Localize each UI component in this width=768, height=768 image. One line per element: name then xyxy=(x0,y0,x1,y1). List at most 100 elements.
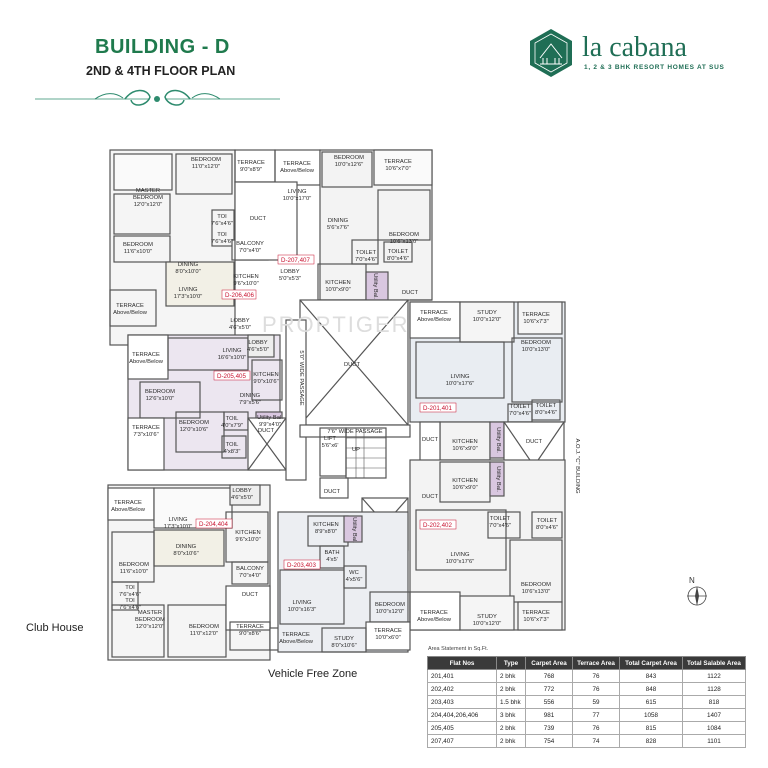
svg-text:17'3"x10'0": 17'3"x10'0" xyxy=(174,294,203,300)
table-header-row: Flat Nos Type Carpet Area Terrace Area T… xyxy=(427,656,746,670)
svg-text:LIVING: LIVING xyxy=(292,600,311,606)
svg-text:7'0"x4'6": 7'0"x4'6" xyxy=(509,411,531,417)
svg-text:9'0"x10'6": 9'0"x10'6" xyxy=(253,379,278,385)
svg-text:LIVING: LIVING xyxy=(450,374,469,380)
svg-text:BATH: BATH xyxy=(324,550,339,556)
svg-text:TOILET: TOILET xyxy=(536,403,557,409)
svg-text:BEDROOM: BEDROOM xyxy=(145,389,175,395)
svg-text:TOI: TOI xyxy=(125,598,135,604)
flat-206-406 xyxy=(109,149,236,346)
svg-text:7'6"x4'6": 7'6"x4'6" xyxy=(211,221,233,227)
svg-text:TOILET: TOILET xyxy=(537,518,558,524)
svg-text:10'0"x12'0": 10'0"x12'0" xyxy=(473,621,502,627)
svg-text:10'0"x12'0": 10'0"x12'0" xyxy=(473,317,502,323)
svg-text:KITCHEN: KITCHEN xyxy=(452,439,477,445)
svg-text:Utility Bal.: Utility Bal. xyxy=(372,273,378,299)
svg-text:KITCHEN: KITCHEN xyxy=(325,280,350,286)
area-statement-table: Flat Nos Type Carpet Area Terrace Area T… xyxy=(427,656,746,748)
flat-label-203-403: D-203,403 xyxy=(287,562,316,569)
watermark: PROPTIGER xyxy=(262,312,410,337)
svg-text:10'6"x7'0": 10'6"x7'0" xyxy=(385,166,410,172)
svg-text:Above/Below: Above/Below xyxy=(129,359,164,365)
svg-text:BEDROOM: BEDROOM xyxy=(389,232,419,238)
svg-text:11'0"x12'0": 11'0"x12'0" xyxy=(190,631,218,637)
svg-text:DUCT: DUCT xyxy=(422,494,439,500)
svg-text:STUDY: STUDY xyxy=(334,636,354,642)
svg-text:TOILET: TOILET xyxy=(388,249,409,255)
svg-text:DINING: DINING xyxy=(328,218,349,224)
svg-text:WC: WC xyxy=(349,570,359,576)
svg-text:LIVING: LIVING xyxy=(450,552,469,558)
svg-text:BEDROOM: BEDROOM xyxy=(189,624,219,630)
svg-text:KITCHEN: KITCHEN xyxy=(235,530,260,536)
svg-text:TOI: TOI xyxy=(217,214,227,220)
vehicle-zone-label: Vehicle Free Zone xyxy=(268,668,358,680)
svg-text:DUCT: DUCT xyxy=(242,592,259,598)
club-house-label: Club House xyxy=(26,622,84,634)
svg-text:4'6"x5'0": 4'6"x5'0" xyxy=(247,347,269,353)
svg-text:BEDROOM: BEDROOM xyxy=(135,617,165,623)
svg-text:Above/Below: Above/Below xyxy=(280,168,315,174)
svg-text:BEDROOM: BEDROOM xyxy=(191,157,221,163)
svg-text:TERRACE: TERRACE xyxy=(132,352,160,358)
svg-text:TERRACE: TERRACE xyxy=(384,159,412,165)
svg-text:8'0"x10'6": 8'0"x10'6" xyxy=(173,551,198,557)
svg-text:LIVING: LIVING xyxy=(178,287,197,293)
svg-text:4'x5': 4'x5' xyxy=(326,557,338,563)
col-header: Type xyxy=(496,656,526,670)
svg-text:KITCHEN: KITCHEN xyxy=(253,372,278,378)
svg-text:MASTER: MASTER xyxy=(136,188,160,194)
svg-text:A.O.J. "C" BUILDING: A.O.J. "C" BUILDING xyxy=(574,438,580,493)
svg-text:UP: UP xyxy=(352,447,360,453)
svg-text:BALCONY: BALCONY xyxy=(236,566,264,572)
svg-text:7'0"x4'6": 7'0"x4'6" xyxy=(355,257,377,263)
page-title: BUILDING - D xyxy=(95,36,230,58)
svg-text:TOI: TOI xyxy=(125,585,135,591)
svg-text:TERRACE: TERRACE xyxy=(237,160,265,166)
svg-text:10'0"x17'0": 10'0"x17'0" xyxy=(283,196,312,202)
svg-text:8'0"x4'6": 8'0"x4'6" xyxy=(387,256,409,262)
svg-text:TERRACE: TERRACE xyxy=(522,610,550,616)
svg-text:8'0"x4'6": 8'0"x4'6" xyxy=(535,410,557,416)
svg-text:DUCT: DUCT xyxy=(250,216,267,222)
svg-text:10'0"x12'0": 10'0"x12'0" xyxy=(376,609,405,615)
svg-text:TOIL: TOIL xyxy=(226,416,240,422)
svg-text:Utility Bal.: Utility Bal. xyxy=(351,517,357,543)
col-header: Carpet Area xyxy=(525,656,573,670)
svg-text:8'0"x10'6": 8'0"x10'6" xyxy=(331,643,356,649)
area-statement-title: Area Statement in Sq.Ft. xyxy=(428,646,489,652)
svg-text:12'0"x10'6": 12'0"x10'6" xyxy=(180,427,209,433)
svg-text:5'0"x5'3": 5'0"x5'3" xyxy=(279,276,301,282)
svg-text:KITCHEN: KITCHEN xyxy=(452,478,477,484)
svg-text:TERRACE: TERRACE xyxy=(283,161,311,167)
svg-text:LIVING: LIVING xyxy=(222,348,241,354)
svg-text:9'0"x8'6": 9'0"x8'6" xyxy=(239,631,261,637)
svg-text:TERRACE: TERRACE xyxy=(114,500,142,506)
svg-text:4'x5'6": 4'x5'6" xyxy=(346,577,363,583)
svg-text:10'6"x13'0": 10'6"x13'0" xyxy=(522,589,551,595)
svg-text:LOBBY: LOBBY xyxy=(230,318,249,324)
svg-text:10'6"x7'3": 10'6"x7'3" xyxy=(523,617,548,623)
svg-text:LIVING: LIVING xyxy=(287,189,306,195)
svg-text:5'6"x6': 5'6"x6' xyxy=(322,443,339,449)
svg-text:BEDROOM: BEDROOM xyxy=(375,602,405,608)
svg-text:TOILET: TOILET xyxy=(356,250,377,256)
svg-text:10'6"x13'0": 10'6"x13'0" xyxy=(390,239,419,245)
svg-text:7'0"x4'0": 7'0"x4'0" xyxy=(239,573,261,579)
svg-text:10'0"x6'0": 10'0"x6'0" xyxy=(375,635,400,641)
svg-text:Utility Bal.: Utility Bal. xyxy=(257,415,283,421)
brand-name: la cabana xyxy=(582,32,687,63)
svg-text:9'9"x4'0": 9'9"x4'0" xyxy=(259,422,281,428)
svg-text:TERRACE: TERRACE xyxy=(132,425,160,431)
svg-text:Above/Below: Above/Below xyxy=(417,317,452,323)
svg-text:Utility Bal.: Utility Bal. xyxy=(495,466,501,492)
svg-text:DUCT: DUCT xyxy=(422,437,439,443)
flat-203-403 xyxy=(277,511,409,653)
svg-text:17'3"x10'0": 17'3"x10'0" xyxy=(164,524,193,530)
col-header: Total Carpet Area xyxy=(619,656,683,670)
svg-text:16'6"x10'0": 16'6"x10'0" xyxy=(218,355,247,361)
col-header: Terrace Area xyxy=(572,656,620,670)
